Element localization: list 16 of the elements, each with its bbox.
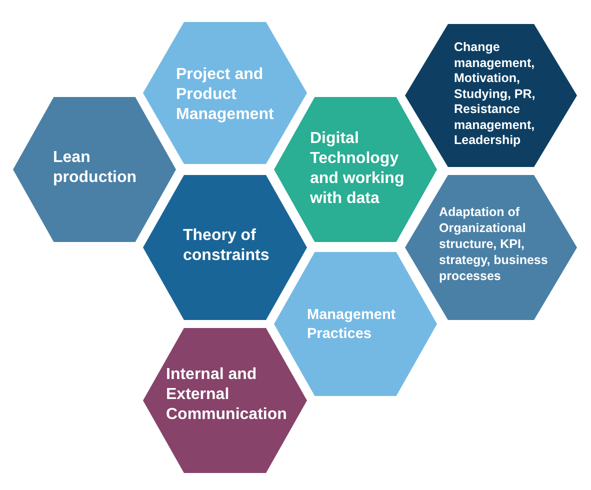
- hexagon-label: Project and Product Management: [176, 65, 275, 125]
- hexagon: [405, 175, 577, 320]
- hexagon-label: Management Practices: [307, 306, 397, 344]
- hexagon: [143, 22, 307, 164]
- hexagon-label: Digital Technology and working with data: [310, 129, 406, 209]
- hexagon-label: Lean production: [53, 148, 138, 188]
- hexagon: [405, 24, 577, 167]
- hexagon-label: Change management, Motivation, Studying, PR, Resistance management, Leadership: [454, 40, 536, 148]
- hexagon-label: Theory of constraints: [183, 226, 270, 266]
- hexagon: [274, 252, 437, 396]
- hexagon: [274, 97, 437, 242]
- hexagon-label: Internal and External Communication: [166, 365, 288, 425]
- hexagon-label: Adaptation of Organizational structure, KPI, strategy, business processes: [439, 204, 549, 284]
- hexagon: [143, 175, 307, 320]
- hexagon: [143, 328, 307, 473]
- hexagon: [13, 97, 176, 242]
